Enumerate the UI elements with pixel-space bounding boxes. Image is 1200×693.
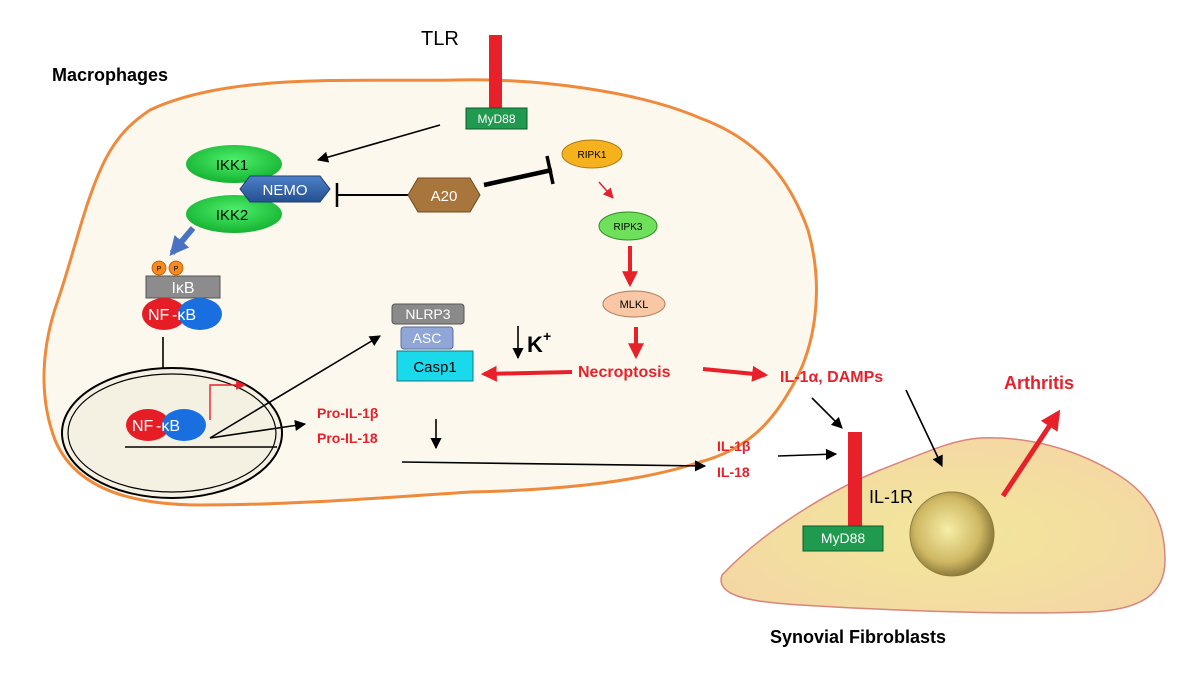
nfkb-nf-subunit bbox=[142, 298, 186, 330]
phospho-1-circle bbox=[151, 260, 167, 276]
arrow-nucleus-to-pro-il bbox=[209, 419, 307, 439]
ripk3-label: RIPK3 bbox=[614, 222, 643, 233]
ripk1-protein bbox=[561, 139, 623, 169]
il1r-receptor bbox=[848, 432, 862, 529]
k-plus-superscript: + bbox=[543, 328, 551, 344]
a20-label: A20 bbox=[431, 188, 458, 205]
arrow-necroptosis-to-il1a bbox=[702, 365, 769, 382]
mlkl-label: MLKL bbox=[620, 299, 649, 311]
nucleus-kb-label: -κB bbox=[156, 418, 180, 435]
nemo-label: NEMO bbox=[263, 182, 308, 199]
macrophages-label: Macrophages bbox=[52, 65, 168, 85]
il1r-label: IL-1R bbox=[869, 487, 913, 507]
nfkb-kb-subunit bbox=[178, 298, 222, 330]
nlrp3-label: NLRP3 bbox=[405, 306, 450, 322]
mlkl-protein bbox=[602, 290, 666, 318]
myd88-bottom-label: MyD88 bbox=[821, 530, 866, 546]
il18-label: IL-18 bbox=[717, 464, 750, 480]
necroptosis-label: Necroptosis bbox=[578, 364, 671, 381]
arthritis-label: Arthritis bbox=[1004, 373, 1074, 393]
il1a-damps-label: IL-1α, DAMPs bbox=[780, 369, 883, 386]
il1b-label: IL-1β bbox=[717, 438, 751, 454]
myd88-top-box bbox=[465, 107, 528, 130]
ikb-label: IκB bbox=[171, 280, 194, 297]
arrow-nucleus-to-inflammasome bbox=[209, 335, 381, 439]
arrow-necroptosis-to-casp1 bbox=[480, 365, 573, 382]
a20-protein bbox=[407, 177, 481, 213]
nfkb-nf-label: NF bbox=[148, 307, 170, 324]
phospho-2-circle bbox=[168, 260, 184, 276]
nucleus-nfkb-kb bbox=[162, 409, 206, 441]
arrow-fibroblast-to-arthritis bbox=[1000, 409, 1061, 498]
tlr-label: TLR bbox=[421, 28, 459, 50]
nlrp3-box bbox=[391, 303, 465, 325]
pro-il18-label: Pro-IL-18 bbox=[317, 430, 378, 446]
fibroblast-nucleus bbox=[909, 491, 995, 577]
casp1-box bbox=[396, 350, 474, 382]
ripk3-protein bbox=[598, 211, 658, 241]
arrow-ripk1-to-ripk3 bbox=[598, 181, 614, 199]
ikk2-protein bbox=[186, 195, 282, 233]
phospho-1-label: P bbox=[157, 266, 162, 273]
pro-il1b-label: Pro-IL-1β bbox=[317, 405, 379, 421]
inhibit-a20-ripk1-line bbox=[483, 167, 553, 188]
nucleus-nf-label: NF bbox=[132, 418, 154, 435]
transcription-start-arrow bbox=[209, 380, 246, 420]
phospho-2-label: P bbox=[174, 266, 179, 273]
nucleus-nfkb-nf bbox=[126, 409, 170, 441]
ikk1-label: IKK1 bbox=[216, 157, 249, 174]
arrow-il1b-to-il1r bbox=[777, 448, 838, 460]
ripk1-label: RIPK1 bbox=[578, 150, 607, 161]
nemo-protein bbox=[239, 175, 331, 203]
ikk2-label: IKK2 bbox=[216, 207, 249, 224]
asc-label: ASC bbox=[413, 330, 442, 346]
arrow-ikk2-to-ikb bbox=[169, 226, 196, 256]
casp1-label: Casp1 bbox=[413, 359, 456, 376]
inhibit-a20-ripk1-bar bbox=[545, 155, 555, 185]
synovial-fibroblasts-label: Synovial Fibroblasts bbox=[770, 627, 946, 647]
arrow-secretion-il1b bbox=[401, 460, 707, 472]
ikb-box bbox=[145, 275, 221, 299]
myd88-bottom-box bbox=[802, 525, 884, 552]
arrow-il1a-to-il1r bbox=[811, 397, 843, 429]
ikk1-protein bbox=[186, 145, 282, 183]
tlr-receptor bbox=[489, 35, 502, 110]
arrow-damps-to-fibroblast bbox=[905, 389, 943, 468]
myd88-top-label: MyD88 bbox=[477, 112, 515, 126]
k-plus-label: K bbox=[527, 332, 543, 357]
asc-box bbox=[400, 326, 454, 350]
nfkb-kb-label: -κB bbox=[172, 307, 196, 324]
arrow-myd88-to-ikk bbox=[316, 124, 441, 163]
